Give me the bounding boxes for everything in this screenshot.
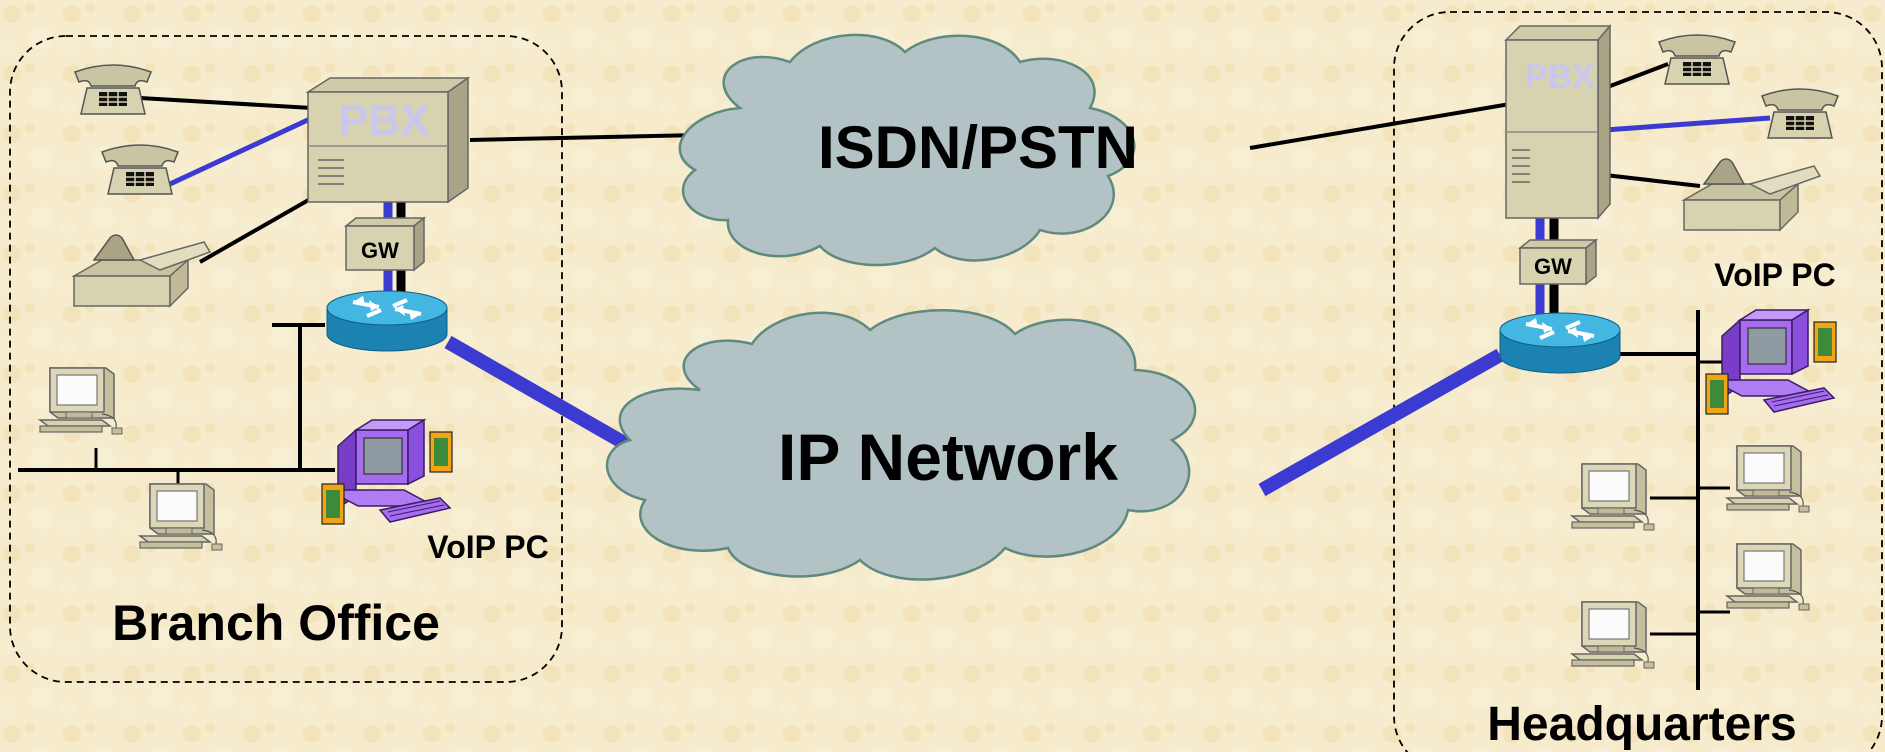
ip-network-label: IP Network (778, 420, 1118, 494)
ip-network-cloud (605, 308, 1197, 581)
telephone-icon (101, 144, 179, 195)
telephone-icon (1761, 88, 1839, 139)
pbx-label: PBX (339, 96, 429, 145)
headquarters-title: Headquarters (1487, 698, 1796, 751)
branch-voip-pc-label: VoIP PC (427, 529, 549, 565)
gateway-icon (1517, 238, 1599, 286)
isdn-pstn-cloud (678, 33, 1136, 267)
branch-office-boundary (9, 35, 563, 683)
router-icon (325, 289, 449, 353)
gateway-icon (343, 216, 427, 272)
branch-office-title: Branch Office (112, 595, 440, 651)
pbx-server-icon (305, 76, 471, 204)
router-icon (1498, 311, 1622, 375)
hq-gw-label: GW (1534, 254, 1572, 279)
hq-pbx-label: PBX (1525, 58, 1595, 96)
pbx-server-icon (1504, 23, 1612, 221)
telephone-icon (1658, 34, 1736, 85)
hq-voip-pc-label: VoIP PC (1714, 257, 1836, 293)
gw-label: GW (361, 238, 399, 263)
isdn-pstn-label: ISDN/PSTN (818, 114, 1138, 181)
telephone-icon (74, 64, 152, 115)
